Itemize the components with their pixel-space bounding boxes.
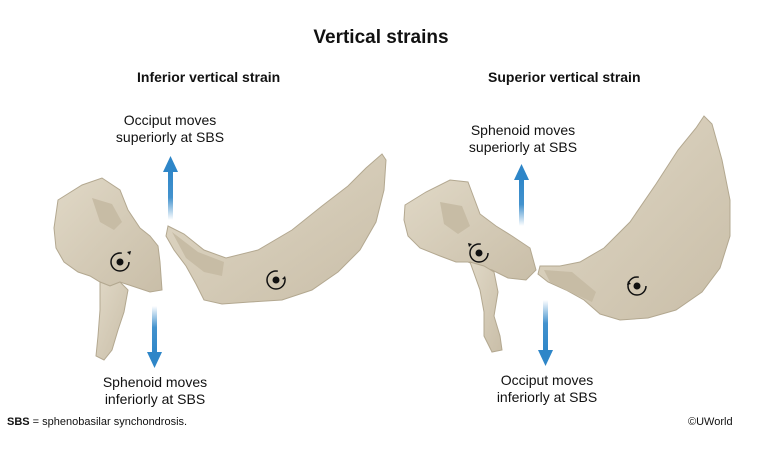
footnote-text: = sphenobasilar synchondrosis. [29,416,188,428]
right-up-arrow [514,164,529,226]
footnote-abbr: SBS [7,416,30,428]
page-title: Vertical strains [313,27,449,48]
left-bottom-label: Sphenoid moves inferiorly at SBS [90,374,220,408]
left-up-arrow [163,156,178,220]
right-top-label: Sphenoid moves superiorly at SBS [458,122,588,156]
right-bottom-label-line-1: Occiput moves [500,372,594,388]
left-occiput-rotation-icon [266,270,286,290]
left-bottom-label-line-1: Sphenoid moves [102,374,208,390]
right-top-label-line-2: superiorly at SBS [468,139,578,155]
left-panel-heading: Inferior vertical strain [137,69,281,85]
right-down-arrow [538,300,553,366]
left-top-label: Occiput moves superiorly at SBS [105,112,235,146]
right-panel-heading: Superior vertical strain [488,69,641,85]
left-sphenoid-rotation-icon [110,251,131,272]
left-bottom-label-line-2: inferiorly at SBS [104,391,206,407]
footnote: SBS = sphenobasilar synchondrosis. [7,416,187,428]
left-top-label-line-2: superiorly at SBS [115,129,225,145]
left-top-label-line-1: Occiput moves [123,112,217,128]
left-occiput-bone [165,153,387,305]
right-sphenoid-rotation-icon [468,243,489,263]
right-occiput-rotation-icon [627,276,647,296]
copyright-notice: ©UWorld [688,416,733,428]
right-bottom-label-line-2: inferiorly at SBS [496,389,598,405]
right-top-label-line-1: Sphenoid moves [470,122,576,138]
left-sphenoid-bone [53,177,163,361]
left-down-arrow [147,306,162,368]
right-bottom-label: Occiput moves inferiorly at SBS [482,372,612,406]
right-sphenoid-bone [403,179,537,353]
right-occiput-bone [537,115,731,321]
